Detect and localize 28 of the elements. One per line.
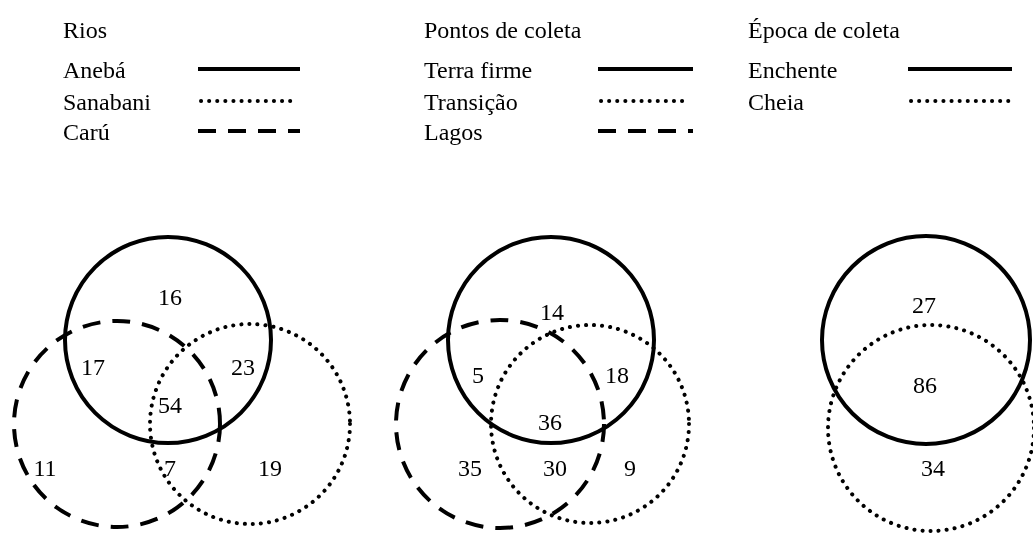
region-count: 36	[538, 410, 562, 434]
legend-label: Cheia	[748, 90, 804, 114]
region-count: 11	[33, 456, 57, 480]
legend-label: Lagos	[424, 120, 483, 144]
legend-label: Anebá	[63, 58, 126, 82]
legend-label: Carú	[63, 120, 110, 144]
region-count: 27	[912, 293, 936, 317]
region-count: 34	[921, 456, 945, 480]
legend-heading: Pontos de coleta	[424, 18, 582, 42]
legend-label: Enchente	[748, 58, 838, 82]
region-count: 14	[540, 300, 564, 324]
region-count: 9	[624, 456, 636, 480]
region-count: 18	[605, 363, 629, 387]
region-count: 30	[543, 456, 567, 480]
region-count: 19	[258, 456, 282, 480]
legend-label: Terra firme	[424, 58, 533, 82]
legend-label: Sanabani	[63, 90, 151, 114]
region-count: 23	[231, 355, 255, 379]
legend-heading: Rios	[63, 18, 107, 42]
region-count: 16	[158, 285, 182, 309]
region-count: 54	[158, 393, 182, 417]
region-count: 7	[164, 456, 176, 480]
region-count: 86	[913, 373, 937, 397]
legend-label: Transição	[424, 90, 518, 114]
legend-heading: Época de coleta	[748, 18, 900, 42]
region-count: 35	[458, 456, 482, 480]
region-count: 5	[472, 363, 484, 387]
region-count: 17	[81, 355, 105, 379]
